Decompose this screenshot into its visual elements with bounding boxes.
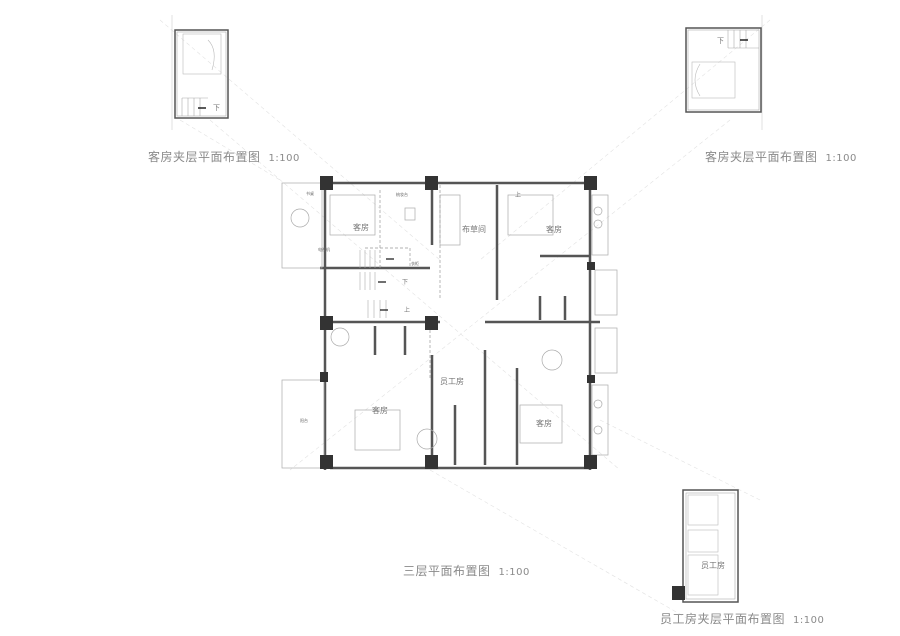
stair-label-right: 下: [717, 37, 724, 45]
title-text: 员工房夹层平面布置图: [660, 612, 786, 626]
third-floor-plan: [281, 176, 618, 470]
title-text: 客房夹层平面布置图: [705, 150, 818, 164]
guest-mezzanine-left-plan: [171, 15, 229, 130]
title-staff-mezzanine: 员工房夹层平面布置图 1:100: [660, 610, 824, 627]
room-label-guest-ne: 客房: [546, 225, 562, 234]
scale-text: 1:100: [498, 567, 530, 578]
scale-text: 1:100: [793, 615, 825, 626]
title-guest-mezzanine-right: 客房夹层平面布置图 1:100: [705, 148, 857, 165]
projection-lines: [159, 19, 771, 621]
label-tv: 电视机: [318, 247, 330, 252]
title-text: 三层平面布置图: [403, 564, 491, 578]
label-vanity: 梳妆台: [396, 192, 408, 197]
staff-mezzanine-plan: [672, 489, 739, 603]
scale-text: 1:100: [825, 153, 857, 164]
title-guest-mezzanine-left: 客房夹层平面布置图 1:100: [148, 148, 300, 165]
label-stair-down: 下: [402, 279, 409, 286]
room-label-linen: 布草间: [462, 225, 486, 234]
label-wardrobe: 衣柜: [411, 261, 419, 266]
title-text: 客房夹层平面布置图: [148, 150, 261, 164]
room-label-staff: 员工房: [440, 377, 464, 386]
staff-mezzanine-room-label: 员工房: [701, 561, 725, 570]
label-stair-up: 上: [404, 307, 411, 314]
label-balcony: 阳台: [300, 418, 308, 423]
room-label-guest-nw: 客房: [353, 223, 369, 232]
room-label-guest-sw: 客房: [372, 406, 388, 415]
guest-mezzanine-right-plan: [685, 15, 763, 130]
label-stair-up-ne: 上: [515, 192, 522, 199]
scale-text: 1:100: [268, 153, 300, 164]
title-third-floor: 三层平面布置图 1:100: [403, 562, 530, 579]
label-desk: 书桌: [306, 191, 314, 196]
room-label-guest-se: 客房: [536, 419, 552, 428]
stair-label-left: 下: [213, 104, 220, 112]
